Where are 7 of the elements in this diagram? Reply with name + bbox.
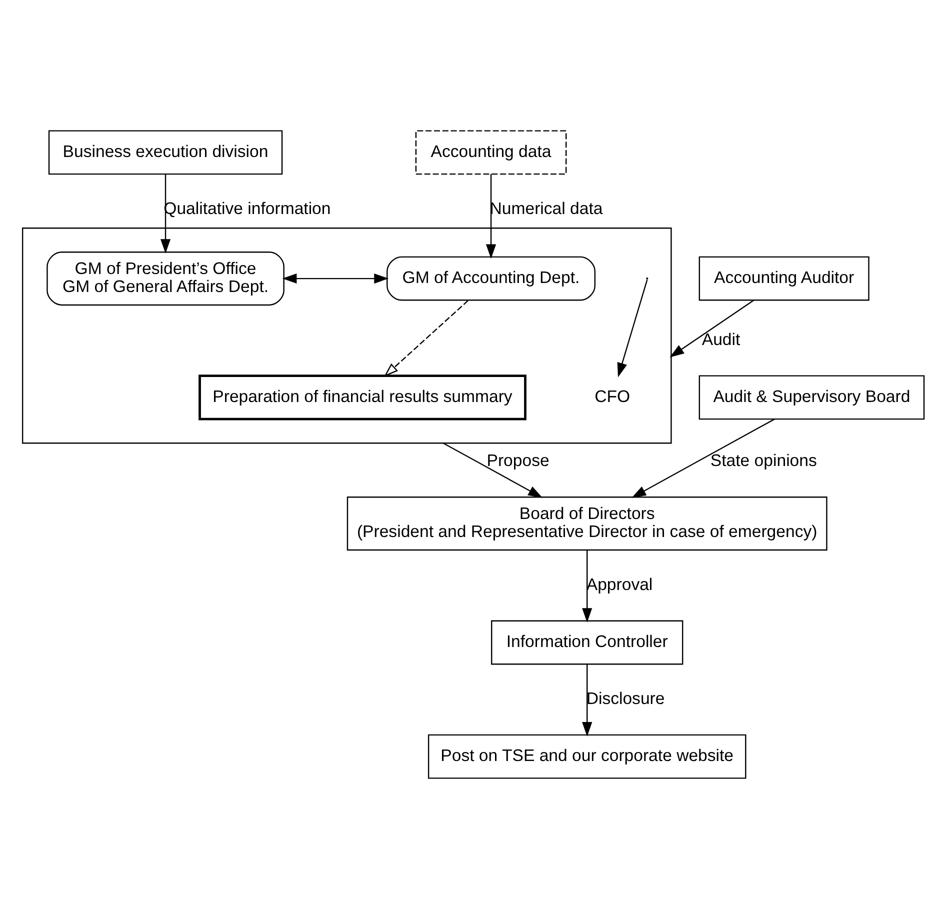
- edge-label: Disclosure: [586, 688, 665, 708]
- edge-label: State opinions: [710, 450, 817, 470]
- edge-label: Propose: [486, 450, 550, 470]
- edge-label: Approval: [586, 574, 653, 594]
- node-text: CFO: [594, 386, 630, 406]
- edge-label: Numerical data: [490, 198, 603, 218]
- edge-label: Audit: [702, 329, 740, 348]
